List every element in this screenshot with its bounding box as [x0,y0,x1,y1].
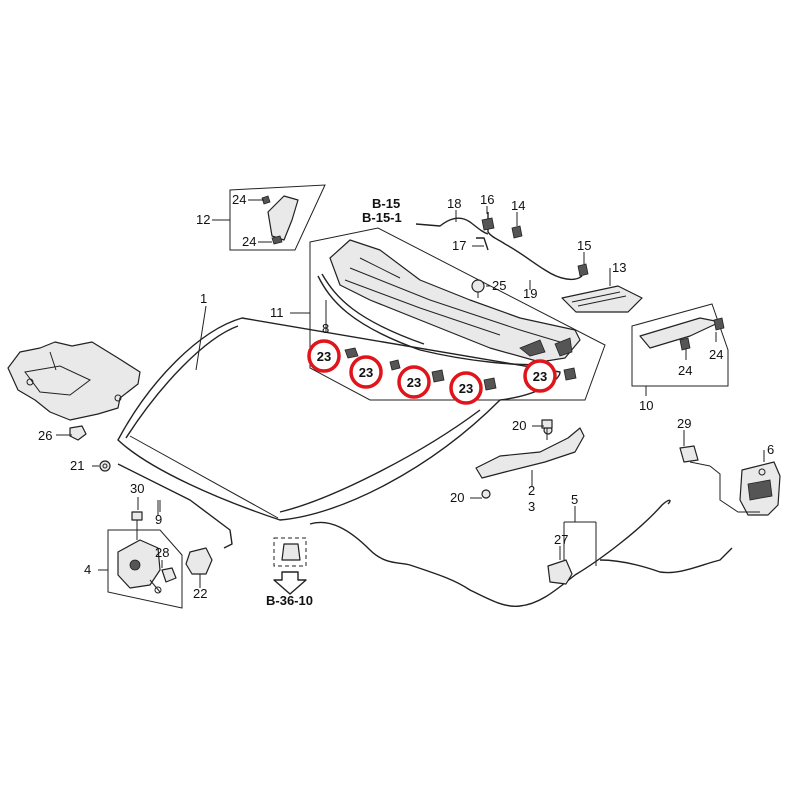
bolt-20-top [541,419,553,440]
ref-b-36-10: B-36-10 [266,593,313,608]
label-12: 12 [196,212,210,227]
prop-rod [117,463,233,549]
hood-insulator [7,341,141,421]
label-4: 4 [84,562,91,577]
label-14: 14 [511,198,525,213]
callout-circle [307,339,341,373]
label-16: 16 [480,192,494,207]
cowl-top-group [309,227,606,401]
clips-23 [344,347,577,391]
hood-hinge [679,445,781,516]
nut-21 [92,460,111,472]
callout-label: 23 [533,369,547,384]
label-13: 13 [612,260,626,275]
callout-23-c: 23 [397,365,431,399]
ref-arrow-b-36-10 [273,537,307,595]
callout-23-b: 23 [349,355,383,389]
label-22: 22 [193,586,207,601]
label-11: 11 [270,305,284,320]
clip-22 [185,547,213,584]
callout-23-a: 23 [307,339,341,373]
label-19: 19 [523,286,537,301]
label-24b: 24 [242,234,256,249]
label-25: 25 [492,278,506,293]
callout-circle [523,359,557,393]
clip-26 [64,425,87,441]
leader-lines [56,199,765,588]
hood-latch-group [107,511,183,609]
callout-circle [397,365,431,399]
callout-circle [349,355,383,389]
cover-group-10 [631,303,729,387]
label-20b: 20 [450,490,464,505]
label-18: 18 [447,196,461,211]
ref-b-15: B-15 [372,196,400,211]
label-21: 21 [70,458,84,473]
label-9: 9 [155,512,162,527]
screw-25 [471,279,485,298]
callout-23-d: 23 [449,371,483,405]
label-30: 30 [130,481,144,496]
callout-label: 23 [317,349,331,364]
part-labels: 1 12 24 24 11 8 18 16 17 14 15 13 25 19 … [38,192,774,601]
label-28: 28 [155,545,169,560]
label-1: 1 [200,291,207,306]
callout-23-e: 23 [523,359,557,393]
label-26: 26 [38,428,52,443]
callout-label: 23 [459,381,473,396]
reference-codes: B-15 B-15-1 B-36-10 [266,196,402,608]
release-cable [309,499,733,607]
label-24a: 24 [232,192,246,207]
label-20a: 20 [512,418,526,433]
ref-b-15-1: B-15-1 [362,210,402,225]
callout-circle [449,371,483,405]
callouts-23: 23 23 23 23 23 [307,339,557,405]
label-2: 2 [528,483,535,498]
label-8: 8 [322,321,329,336]
label-24c: 24 [678,363,692,378]
callout-label: 23 [407,375,421,390]
label-24d: 24 [709,347,723,362]
cowl-grille-13 [561,285,643,313]
label-10: 10 [639,398,653,413]
label-29: 29 [677,416,691,431]
label-27: 27 [554,532,568,547]
label-17: 17 [452,238,466,253]
label-3: 3 [528,499,535,514]
label-15: 15 [577,238,591,253]
bracket-group-12 [229,184,326,251]
washer-hoses [415,212,589,281]
label-6: 6 [767,442,774,457]
callout-label: 23 [359,365,373,380]
label-5: 5 [571,492,578,507]
hood-panel [117,317,561,521]
